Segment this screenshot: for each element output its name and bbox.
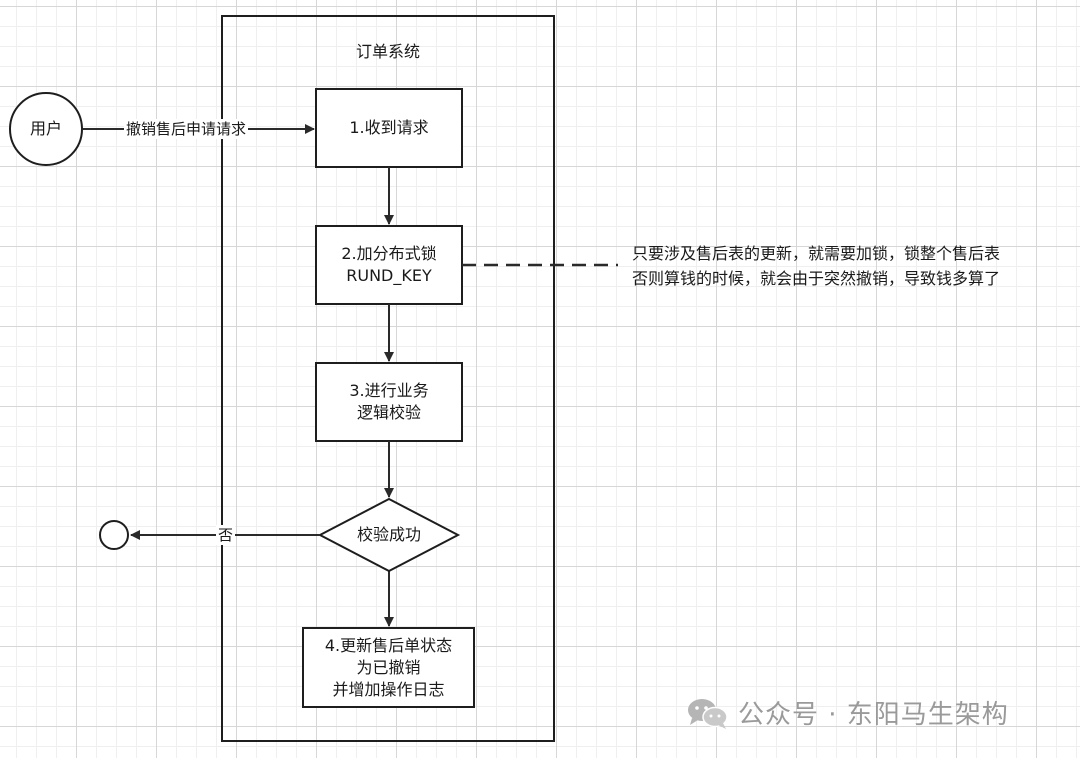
end-node xyxy=(99,520,129,550)
watermark: 公众号 · 东阳马生架构 xyxy=(686,694,1009,731)
step-2-line-1: 2.加分布式锁 xyxy=(341,244,437,263)
lock-note: 只要涉及售后表的更新，就需要加锁，锁整个售后表 否则算钱的时候，就会由于突然撤销… xyxy=(632,241,1078,291)
system-boundary xyxy=(221,15,555,742)
user-actor-label: 用户 xyxy=(29,119,62,138)
system-title: 订单系统 xyxy=(355,42,420,61)
watermark-text: 公众号 · 东阳马生架构 xyxy=(738,700,1009,730)
lock-note-line-1: 只要涉及售后表的更新，就需要加锁，锁整个售后表 xyxy=(632,244,1001,263)
step-2-line-2: RUND_KEY xyxy=(346,266,432,285)
step-4-line-2: 为已撤销 xyxy=(356,657,421,677)
wechat-icon xyxy=(686,695,730,731)
step-4-line-1: 4.更新售后单状态 xyxy=(324,635,453,655)
step-4-label: 4.更新售后单状态 为已撤销 并增加操作日志 xyxy=(303,628,474,707)
request-edge-label: 撤销售后申请请求 xyxy=(124,119,249,139)
fail-edge-label: 否 xyxy=(216,525,236,545)
step-1-line-1: 1.收到请求 xyxy=(349,118,429,137)
step-3-line-1: 3.进行业务 xyxy=(349,381,429,400)
decision-diamond xyxy=(317,497,461,573)
user-actor-circle xyxy=(9,92,83,166)
step-3-box xyxy=(315,362,463,442)
step-1-label: 1.收到请求 xyxy=(316,89,462,167)
step-1-box xyxy=(315,88,463,168)
step-3-line-2: 逻辑校验 xyxy=(356,403,421,422)
step-3-label: 3.进行业务 逻辑校验 xyxy=(316,363,462,441)
decision-label: 校验成功 xyxy=(356,525,421,544)
step-2-label: 2.加分布式锁 RUND_KEY xyxy=(316,226,462,304)
step-4-line-3: 并增加操作日志 xyxy=(332,679,445,699)
lock-note-line-2: 否则算钱的时候，就会由于突然撤销，导致钱多算了 xyxy=(632,269,1001,288)
step-4-box xyxy=(302,627,475,708)
